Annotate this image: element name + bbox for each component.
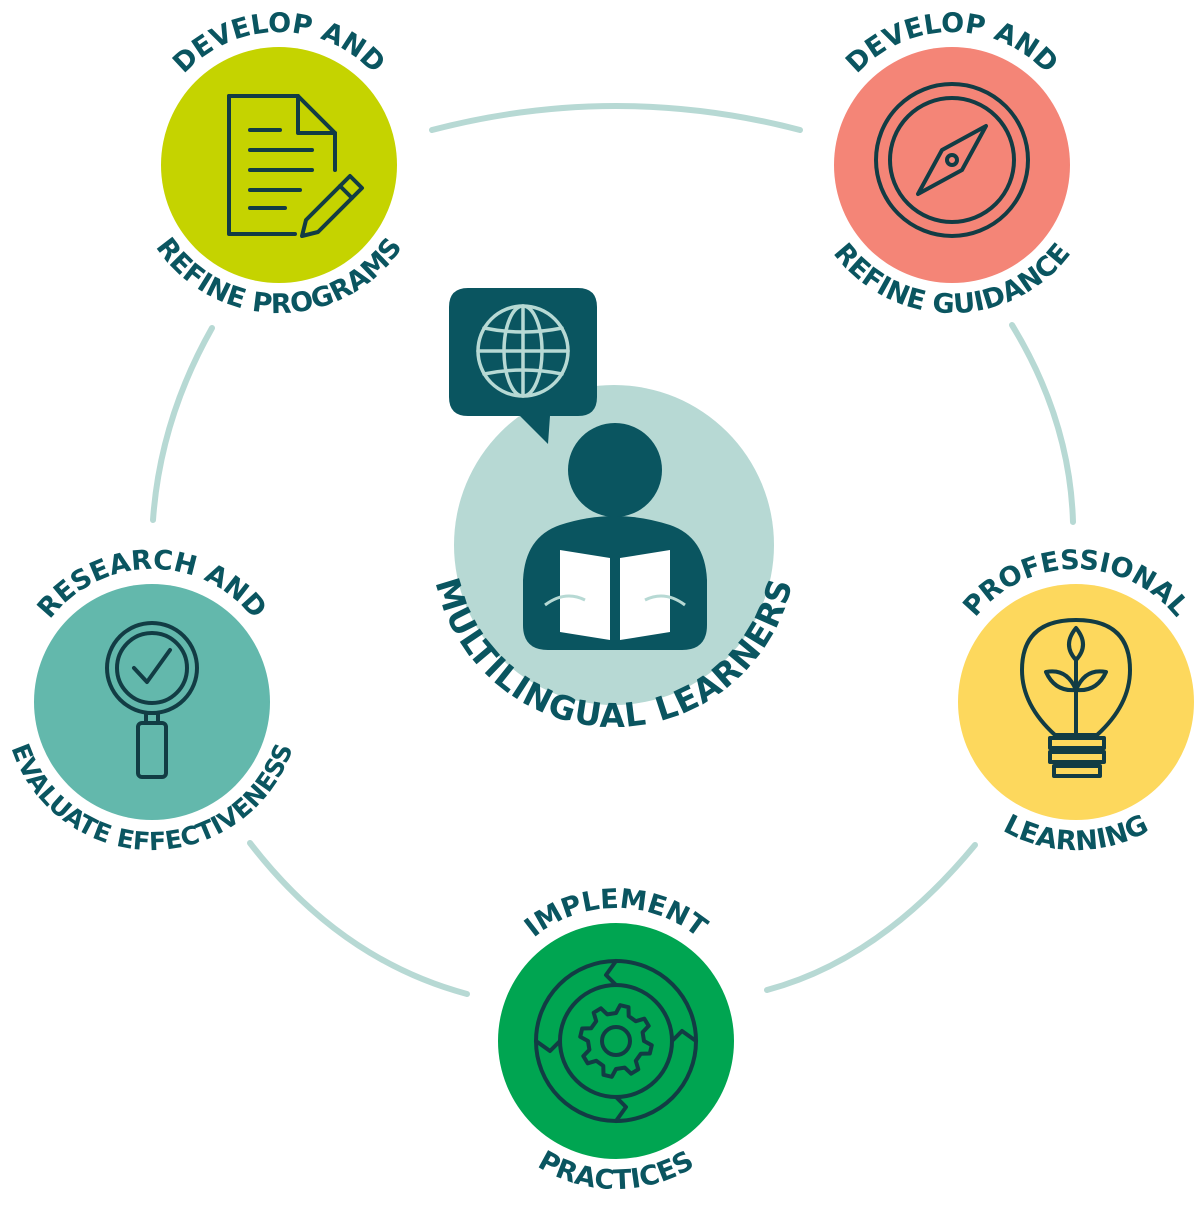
connector-arc	[429, 103, 803, 133]
node-implement-practices: IMPLEMENT PRACTICES	[498, 884, 734, 1196]
connector-arc	[247, 840, 470, 997]
node-professional-learning: PROFESSIONAL LEARNING	[957, 545, 1195, 858]
reader-icon	[523, 423, 707, 650]
node-develop-refine-programs: DEVELOP AND REFINE PROGRAMS	[150, 8, 409, 320]
magnifier-check-icon	[105, 621, 199, 779]
gear-cycle-icon	[534, 959, 698, 1123]
connector-arc	[764, 842, 978, 993]
compass-icon	[874, 82, 1030, 238]
node-research-evaluate: RESEARCH AND EVALUATE EFFECTIVENESS	[5, 545, 298, 857]
connector-arc	[150, 325, 215, 523]
connector-arc	[1009, 322, 1076, 525]
lightbulb-plant-icon	[1020, 618, 1132, 778]
node-develop-refine-guidance: DEVELOP AND REFINE GUIDANCE	[827, 8, 1076, 320]
node-circle	[498, 923, 734, 1159]
center-node: MULTILINGUAL LEARNERS	[427, 288, 799, 735]
connector-ring	[150, 103, 1076, 997]
document-pencil-icon	[227, 94, 364, 238]
globe-speech-bubble-icon	[449, 288, 597, 444]
node-circle	[161, 47, 397, 283]
